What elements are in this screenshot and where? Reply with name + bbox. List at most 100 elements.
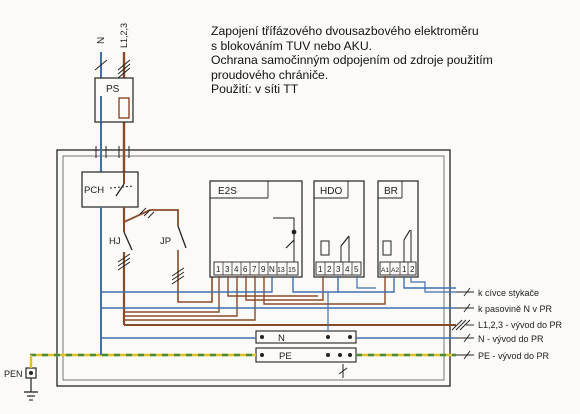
phase-tick — [147, 211, 155, 219]
rcd-link — [109, 185, 135, 189]
phase-tick — [117, 261, 131, 271]
terminal-label: N — [269, 265, 275, 274]
phase-tick — [117, 67, 131, 79]
terminal-label: 2 — [327, 265, 332, 274]
terminal-node — [338, 353, 342, 357]
meter-output-wire — [263, 276, 386, 305]
phase-tick — [451, 319, 463, 331]
e2s-label: E2S — [218, 186, 237, 197]
relay-a2-wire — [338, 276, 395, 293]
phase-tick — [455, 319, 467, 331]
fuse-icon — [118, 97, 130, 119]
terminal-label: 1 — [318, 265, 323, 274]
hdo-receiver-box — [313, 180, 365, 278]
terminal-node — [29, 371, 33, 375]
phase-tick — [463, 333, 471, 343]
e2s-terminal-strip — [213, 261, 299, 276]
phase-tick — [338, 367, 348, 375]
terminal-label: 7 — [252, 265, 257, 274]
br-contact-blade — [403, 229, 411, 241]
phase-tick — [143, 209, 151, 217]
phase-tick — [117, 59, 131, 71]
phase-tick — [171, 267, 185, 277]
description-line: Použití: v síti TT — [211, 82, 299, 97]
phase-supply-label: L1,2,3 — [119, 23, 129, 48]
terminal-label: 1 — [402, 265, 407, 274]
terminal-label: 9 — [261, 265, 266, 274]
pen-label: PEN — [4, 369, 23, 379]
phase-tick — [117, 253, 131, 263]
n-terminal-bar — [255, 330, 357, 344]
terminal-node — [260, 353, 264, 357]
output-label: N - vývod do PR — [478, 334, 544, 344]
phase-tick — [117, 63, 131, 75]
terminal-label: 6 — [243, 265, 248, 274]
phase-tick — [463, 350, 471, 360]
hdo-terminal-strip — [315, 261, 362, 276]
phase-tick — [171, 275, 185, 285]
hj-label: HJ — [109, 236, 121, 247]
jp-label: JP — [160, 236, 171, 247]
jp-switch-blade — [177, 225, 187, 249]
br-coil-icon — [382, 240, 392, 256]
terminal-label: 3 — [336, 265, 341, 274]
ps-label: PS — [106, 84, 120, 95]
terminal-label: 4 — [345, 265, 350, 274]
distribution-board-inner-frame — [62, 155, 445, 381]
hdo-label: HDO — [320, 186, 342, 197]
phase-tick — [459, 319, 471, 331]
pe-bar-label: PE — [279, 351, 292, 362]
terminal-node — [326, 335, 330, 339]
phase-tick — [117, 257, 131, 267]
terminal-label: 4 — [234, 265, 239, 274]
meter-output-wire — [227, 276, 318, 297]
hdo-output-wire — [356, 276, 376, 289]
description-line: s blokováním TUV nebo AKU. — [211, 38, 373, 53]
hdo-contact-blade — [340, 235, 350, 247]
output-label: L1,2,3 - vývod do PR — [478, 320, 563, 330]
br-terminal-strip — [379, 261, 417, 276]
contactor-coil-lead — [410, 276, 456, 293]
hj-switch-blade — [123, 231, 133, 251]
distribution-board-frame — [56, 149, 451, 387]
meter-input-wire — [124, 276, 220, 313]
terminal-label: 3 — [225, 265, 230, 274]
n-bar-label: N — [278, 333, 285, 344]
meter-internal-contact — [273, 217, 295, 262]
terminal-label: A2 — [391, 267, 399, 274]
phase-tick — [171, 271, 185, 281]
phase-tick — [463, 287, 471, 297]
terminal-node — [348, 335, 352, 339]
e2s-meter-box — [209, 180, 303, 278]
terminal-label: A1 — [381, 267, 389, 274]
n-supply-label: N — [96, 37, 107, 44]
rcd-switch-blade — [115, 183, 125, 197]
description-line: proudového chrániče. — [211, 67, 329, 82]
tariff-control-wire — [292, 276, 339, 293]
terminal-node — [348, 353, 352, 357]
meter-output-wire — [245, 276, 324, 301]
jp-supply-wire — [123, 209, 179, 226]
terminal-label: 15 — [288, 267, 296, 274]
pch-label: PCH — [84, 185, 104, 196]
output-label: PE - vývod do PR — [478, 351, 550, 361]
meter-contact-blade — [285, 239, 295, 249]
meter-input-wire — [124, 276, 256, 321]
meter-input-wire — [124, 276, 238, 317]
terminal-node — [326, 353, 330, 357]
phase-tick — [139, 207, 147, 215]
pch-rcd-box — [81, 171, 139, 208]
phase-tick — [463, 303, 471, 313]
terminal-label: 5 — [354, 265, 359, 274]
terminal-label: 13 — [277, 267, 285, 274]
terminal-node — [260, 335, 264, 339]
meter-contact-node — [291, 229, 297, 235]
output-label: k pasovině N v PR — [478, 304, 553, 314]
diagram-description: Zapojení třífázového dvousazbového elekt… — [211, 24, 541, 97]
terminal-label: 1 — [216, 265, 221, 274]
n-tick — [94, 59, 108, 71]
br-label: BR — [384, 186, 398, 197]
meter-n-wire — [101, 276, 273, 293]
